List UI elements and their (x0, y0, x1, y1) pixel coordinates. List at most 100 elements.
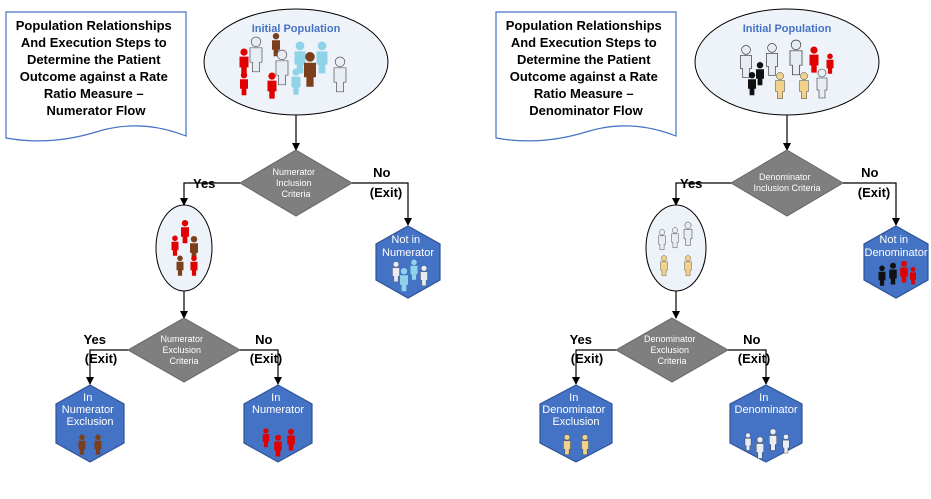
branch-label-line: (Exit) (738, 351, 771, 366)
numerator-exclusion-line: Exclusion (163, 345, 202, 355)
denominator-inclusion-no-label: No (Exit) (858, 164, 891, 200)
person-icon (744, 432, 752, 451)
numerator-note-box (5, 11, 187, 142)
numerator-filtered-population-ellipse (155, 204, 213, 292)
numerator-inclusion-line: Criteria (281, 189, 310, 199)
numerator-inclusion-diamond (239, 149, 353, 217)
branch-label-line: (Exit) (571, 351, 604, 366)
connector-arrow (352, 182, 412, 226)
person-icon (671, 227, 679, 249)
person-icon (684, 255, 692, 276)
denominator-filtered-people (658, 221, 693, 276)
denominator-included-hex-text: In Denominator (735, 388, 798, 416)
person-icon (900, 260, 908, 283)
denominator-exclusion-line: Exclusion (651, 345, 690, 355)
person-icon (809, 46, 819, 73)
hex-label-line: Not in (879, 234, 908, 246)
person-icon (249, 36, 263, 73)
numerator-initial-population-label: Initial Population (252, 23, 341, 35)
person-icon (267, 72, 277, 99)
hex-label-line: Numerator (382, 247, 434, 259)
numerator-note-line: And Execution Steps to (21, 35, 167, 50)
hex-label-line: In (569, 392, 578, 404)
person-icon (94, 434, 102, 455)
denominator-inclusion-diamond (730, 149, 844, 217)
numerator-note-line: Outcome against a Rate (20, 69, 168, 84)
person-icon (756, 436, 764, 459)
branch-label-line: Yes (84, 332, 106, 347)
branch-label-line: (Exit) (858, 185, 891, 200)
person-icon (274, 434, 282, 457)
numerator-included-hexagon (243, 384, 313, 463)
denominator-inclusion-yes-label: Yes (680, 176, 702, 191)
person-icon (756, 62, 764, 86)
numerator-exclusion-text: Numerator Exclusion Criteria (161, 329, 208, 366)
branch-label-line: (Exit) (250, 351, 283, 366)
denominator-note-line: Denominator Flow (529, 103, 643, 118)
denominator-exclusion-text: Denominator Exclusion Criteria (644, 329, 700, 366)
numerator-included-hex-text: In Numerator (252, 388, 304, 416)
person-icon (239, 48, 249, 75)
connector-arrow (180, 182, 240, 206)
numerator-note-line: Population Relationships (16, 18, 172, 33)
denominator-exclusion-hexagon (539, 384, 613, 463)
person-icon (275, 49, 289, 86)
numerator-initial-population-people (239, 33, 347, 99)
connector-arrow (728, 349, 770, 385)
numerator-not-in-text: Not in Numerator (382, 230, 434, 259)
denominator-flow: Population Relationships And Execution S… (495, 8, 929, 463)
denominator-exclusion-hex-text: In Denominator Exclusion (542, 388, 609, 428)
branch-label-line: No (255, 332, 272, 347)
branch-label-line: No (861, 165, 878, 180)
denominator-inclusion-line: Denominator (759, 172, 811, 182)
denominator-exclusion-line: Criteria (657, 356, 686, 366)
person-icon (782, 434, 790, 454)
numerator-exclusion-no-label: No (Exit) (250, 331, 283, 366)
person-icon (740, 45, 752, 78)
numerator-exclusion-diamond (126, 317, 242, 383)
hex-label-line: Numerator (252, 404, 304, 416)
person-icon (304, 52, 316, 87)
numerator-exclusion-line: Criteria (169, 356, 198, 366)
connector-arrow (240, 349, 282, 385)
person-icon (78, 434, 86, 455)
person-icon (400, 268, 408, 292)
denominator-not-in-people (878, 260, 916, 286)
denominator-note-line: Determine the Patient (517, 52, 651, 67)
branch-label-line: (Exit) (370, 185, 403, 200)
numerator-included-people (262, 428, 295, 457)
person-icon (392, 261, 400, 283)
person-icon (410, 259, 418, 280)
person-icon (291, 68, 301, 95)
numerator-inclusion-text: Numerator Inclusion Criteria (273, 162, 320, 199)
numerator-not-in-people (392, 259, 428, 292)
person-icon (889, 262, 897, 285)
denominator-note-line: Outcome against a Rate (510, 69, 658, 84)
hex-label-line: Denominator (735, 404, 798, 416)
person-icon (658, 229, 666, 251)
person-icon (775, 72, 785, 99)
branch-label-line: No (373, 165, 390, 180)
person-icon (766, 43, 778, 76)
hex-label-line: In (759, 392, 768, 404)
numerator-inclusion-line: Numerator (273, 167, 316, 177)
person-icon (683, 221, 693, 246)
person-icon (294, 41, 306, 74)
numerator-flow: Population Relationships And Execution S… (5, 8, 441, 463)
denominator-inclusion-text: Denominator Inclusion Criteria (753, 167, 820, 193)
person-icon (581, 434, 589, 455)
hex-label-line: Denominator (542, 404, 605, 416)
person-icon (190, 255, 198, 276)
person-icon (262, 428, 270, 448)
numerator-note-line: Determine the Patient (27, 52, 161, 67)
person-icon (816, 68, 828, 99)
hex-label-line: In (83, 392, 92, 404)
numerator-note-text: Population Relationships And Execution S… (16, 17, 176, 118)
numerator-exclusion-hex-text: In Numerator Exclusion (62, 388, 118, 428)
hex-label-line: Exclusion (66, 416, 113, 428)
person-icon (826, 53, 834, 74)
person-icon (287, 428, 295, 451)
numerator-exclusion-yes-label: Yes (Exit) (84, 331, 118, 366)
denominator-note-text: Population Relationships And Execution S… (506, 17, 666, 118)
hex-label-line: Not in (391, 234, 420, 246)
